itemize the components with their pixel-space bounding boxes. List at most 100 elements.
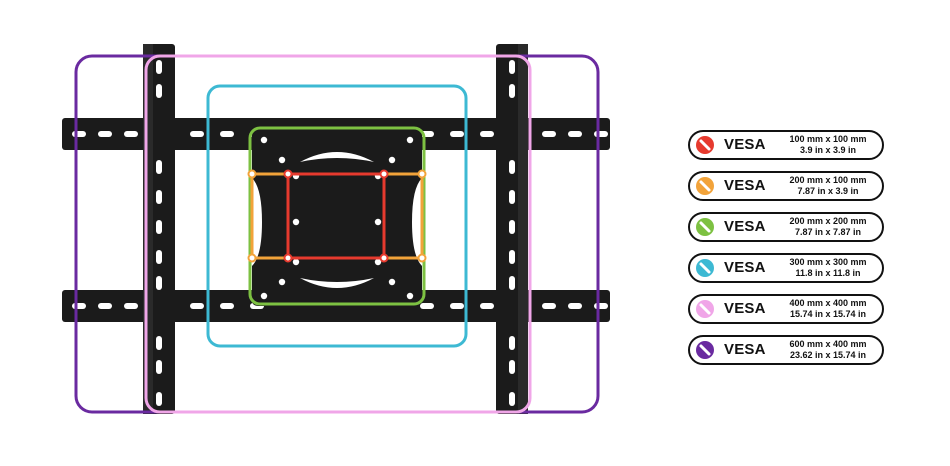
arm-slot — [509, 190, 515, 204]
arm-slot — [509, 250, 515, 264]
vesa-label: VESA — [724, 218, 766, 235]
vesa-corner-dot — [417, 253, 427, 263]
slash-circle-icon — [696, 259, 714, 277]
vesa-imperial: 15.74 in x 15.74 in — [789, 309, 867, 319]
center-plate — [226, 108, 450, 332]
rail-slot — [480, 131, 494, 137]
rail-slot — [480, 303, 494, 309]
vesa-metric: 600 mm x 400 mm — [789, 339, 867, 349]
rail-slot — [542, 303, 556, 309]
vesa-corner-dot — [417, 169, 427, 179]
vesa-imperial: 3.9 in x 3.9 in — [799, 145, 857, 155]
rail-slot — [594, 131, 608, 137]
arm-slot — [156, 84, 162, 98]
mounting-hole — [260, 136, 268, 144]
arm-slot — [156, 220, 162, 234]
arm-slot — [509, 392, 515, 406]
slash-circle-icon — [696, 300, 714, 318]
rail-slot — [190, 131, 204, 137]
vesa-label: VESA — [724, 177, 766, 194]
mounting-hole — [406, 136, 414, 144]
vesa-corner-dot — [379, 169, 389, 179]
vertical-arms — [143, 44, 528, 414]
vesa-imperial: 11.8 in x 11.8 in — [795, 268, 861, 278]
arm-slot — [156, 250, 162, 264]
rail-slot — [72, 131, 86, 137]
vesa-corner-dot — [283, 253, 293, 263]
rail-slot — [190, 303, 204, 309]
plate-bottom-cutout — [300, 278, 374, 288]
rail-slot — [220, 131, 234, 137]
rail-slot — [98, 131, 112, 137]
vesa-label: VESA — [724, 300, 766, 317]
mounting-hole — [374, 258, 382, 266]
vesa-label: VESA — [724, 341, 766, 358]
rail-slot — [420, 303, 434, 309]
arm-slot — [156, 276, 162, 290]
vesa-metric: 100 mm x 100 mm — [789, 134, 867, 144]
vesa-label: VESA — [724, 136, 766, 153]
vesa-outline-100mmx100mm — [286, 172, 386, 260]
mounting-hole — [278, 278, 286, 286]
mounting-hole — [260, 292, 268, 300]
vesa-corner-dot — [247, 253, 257, 263]
arm-slot — [156, 60, 162, 74]
arm-slot — [156, 190, 162, 204]
rail-slot — [568, 131, 582, 137]
rail-slot — [594, 303, 608, 309]
mounting-hole — [406, 292, 414, 300]
vesa-corner-dot — [379, 253, 389, 263]
vesa-metric: 200 mm x 200 mm — [789, 216, 867, 226]
vesa-metric: 200 mm x 100 mm — [789, 175, 867, 185]
mounting-hole — [388, 156, 396, 164]
mounting-hole — [292, 218, 300, 226]
plate-top-cutout — [300, 152, 374, 162]
arm-slot — [156, 336, 162, 350]
rail-slot — [450, 131, 464, 137]
vesa-outline-200mmx200mm — [248, 126, 426, 306]
mounting-hole — [278, 156, 286, 164]
arm-slot — [509, 160, 515, 174]
rail-slot — [542, 131, 556, 137]
mounting-hole — [388, 278, 396, 286]
arm-slot — [509, 276, 515, 290]
arm-slot — [156, 392, 162, 406]
arm-slots — [156, 60, 515, 406]
vesa-metric: 400 mm x 400 mm — [789, 298, 867, 308]
mounting-hole — [442, 108, 450, 116]
rail-slot — [124, 303, 138, 309]
slash-circle-icon — [696, 136, 714, 154]
arm-slot — [156, 360, 162, 374]
rail-slot — [98, 303, 112, 309]
rail-slot — [124, 131, 138, 137]
vesa-metric: 300 mm x 300 mm — [789, 257, 867, 267]
arm-slot — [156, 160, 162, 174]
slash-circle-icon — [696, 341, 714, 359]
mounting-hole — [226, 324, 234, 332]
arm-slot — [509, 84, 515, 98]
rail-slot — [568, 303, 582, 309]
vesa-corner-dot — [247, 169, 257, 179]
rail-slot — [450, 303, 464, 309]
vesa-outlines — [74, 54, 600, 414]
vesa-label: VESA — [724, 259, 766, 276]
vesa-outline-300mmx300mm — [206, 84, 468, 348]
mounting-hole — [374, 218, 382, 226]
mounting-hole — [442, 324, 450, 332]
mounting-hole — [226, 108, 234, 116]
rail-slot — [220, 303, 234, 309]
arm-slot — [509, 60, 515, 74]
vesa-imperial: 7.87 in x 7.87 in — [794, 227, 862, 237]
